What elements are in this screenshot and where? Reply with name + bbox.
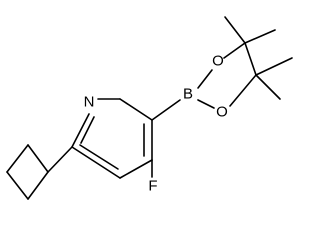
- bond: [80, 116, 95, 144]
- bond: [255, 57, 293, 76]
- bond: [151, 99, 181, 121]
- bond: [197, 69, 213, 89]
- nitrogen-label: N: [84, 94, 95, 111]
- bond: [229, 74, 257, 107]
- bond: [244, 29, 276, 44]
- bond: [71, 113, 90, 148]
- bond: [27, 171, 49, 200]
- bond: [255, 74, 281, 100]
- bond: [197, 99, 215, 109]
- dioxaborolane-ring: [197, 42, 257, 109]
- cyclobutyl-ring: [6, 144, 49, 200]
- pyridine-ring: [71, 98, 153, 179]
- bond: [71, 146, 121, 179]
- bond: [47, 146, 73, 173]
- bond: [6, 144, 29, 173]
- bond: [6, 171, 29, 200]
- bond: [79, 144, 119, 170]
- methyl-groups: [224, 16, 293, 100]
- bond: [223, 42, 246, 59]
- bond: [119, 98, 153, 121]
- oxygen-label: O: [216, 104, 228, 121]
- molecule-structure: N F B O O: [6, 16, 293, 200]
- bond: [27, 144, 49, 173]
- bond: [244, 42, 257, 76]
- bond: [119, 159, 153, 179]
- oxygen-label: O: [212, 53, 224, 70]
- boron-label: B: [183, 86, 193, 103]
- fluorine-label: F: [148, 178, 157, 195]
- bond: [224, 16, 246, 44]
